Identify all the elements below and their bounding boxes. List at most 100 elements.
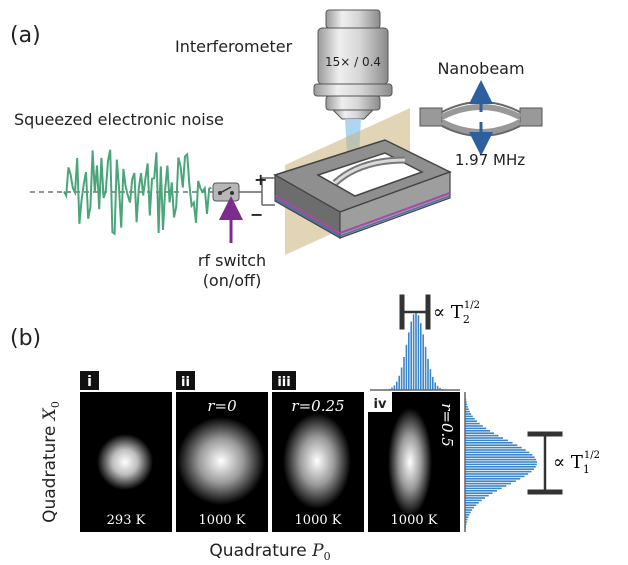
histogram-bar [465,521,467,523]
histogram-bar [465,494,489,497]
histogram-bar [465,506,475,509]
histogram-bar [465,475,525,478]
squeezed-noise-trace [63,149,212,236]
histogram-bar [465,480,516,482]
histogram-bar [465,415,473,418]
histogram-bar [465,410,470,413]
histogram-bar [465,427,487,430]
histogram-bar [465,485,507,487]
histogram-bar [465,422,480,425]
electrode-leads [262,177,275,206]
histogram-bar [417,315,420,390]
histogram-bar [465,437,504,439]
histogram-bar [465,468,534,470]
t1-label: ∝ T11/2 [553,450,600,476]
histogram-bar [465,425,483,427]
histogram-bar [465,516,469,518]
interferometer-label: Interferometer [175,37,293,56]
histogram-bar [465,458,537,461]
histogram-bar [465,444,518,446]
histogram-bar [432,376,434,390]
histogram-right [465,394,537,530]
switch-label-line1: rf switch [198,251,266,270]
blob-iv [388,408,432,516]
temp-ii: 1000 K [199,513,246,528]
histogram-bar [439,387,441,390]
histogram-bar [465,439,508,442]
histogram-bar [465,478,521,480]
r-iii: r=0.25 [291,397,344,415]
blob-ii [177,417,265,505]
histogram-bar [465,514,470,516]
histogram-bar [465,466,536,468]
histogram-top [388,312,444,390]
nanobeam-label: Nanobeam [437,59,524,78]
histogram-bar [465,442,513,444]
histogram-bar [465,490,497,492]
histogram-bar [465,463,537,466]
histogram-bar [424,346,427,390]
histogram-bar [465,456,535,458]
temp-iv: 1000 K [391,513,438,528]
r-iv: r=0.5 [438,403,456,447]
temp-iii: 1000 K [295,513,342,528]
tag-box-ii [176,371,195,390]
tag-iv: iv [374,397,387,412]
tag-i: i [87,374,92,390]
histogram-bar [420,323,422,390]
frequency-label: 1.97 MHz [455,151,525,169]
histogram-bar [393,385,396,390]
histogram-bar [465,401,467,403]
histogram-bar [465,446,522,449]
histogram-bar [465,511,471,514]
histogram-bar [403,357,405,390]
histogram-bar [465,454,533,456]
histogram-bar [398,375,400,390]
tag-box-i [80,371,99,390]
histogram-bar [465,406,468,408]
histogram-bar [410,321,412,390]
histogram-bar [465,408,469,410]
minus-sign: − [250,205,263,224]
r-ii: r=0 [207,397,237,415]
noise-label: Squeezed electronic noise [14,110,224,129]
histogram-bar [436,385,439,390]
histogram-bar [465,487,502,490]
histogram-bar [465,492,493,494]
histogram-bar [465,451,530,454]
histogram-bar [465,473,529,475]
histogram-bar [422,334,424,390]
histogram-bar [465,502,479,504]
histogram-bar [465,418,475,420]
histogram-bar [465,434,499,437]
tag-iii: iii [277,375,290,390]
switch-label-line2: (on/off) [203,271,262,290]
histogram-bar [429,369,432,390]
t2-label: ∝ T21/2 [433,300,480,326]
histogram-bar [465,518,468,521]
tag-box-iv [368,392,392,412]
histogram-bar [465,470,532,473]
histogram-bar [465,449,526,451]
histogram-bar [465,413,472,415]
histogram-bar [434,382,436,390]
histogram-bar [465,420,477,422]
objective-lens-icon [313,9,393,120]
tag-box-iii [272,371,296,390]
histogram-bar [408,332,410,390]
panel-b-label: (b) [10,326,41,351]
histogram-bar [400,367,403,390]
histogram-bar [405,344,408,390]
chip-frame [273,139,452,240]
histogram-bar [465,497,485,499]
y-axis-label: Quadrature X0 [40,401,62,523]
histogram-bar [412,314,415,390]
blob-i [97,434,153,490]
rf-switch-icon [212,182,240,202]
histogram-bar [396,381,398,390]
histogram-bar [465,430,490,432]
histogram-bar [465,509,473,511]
histogram-bar [391,387,393,390]
histogram-bar [415,312,417,390]
blob-iii [283,413,351,509]
